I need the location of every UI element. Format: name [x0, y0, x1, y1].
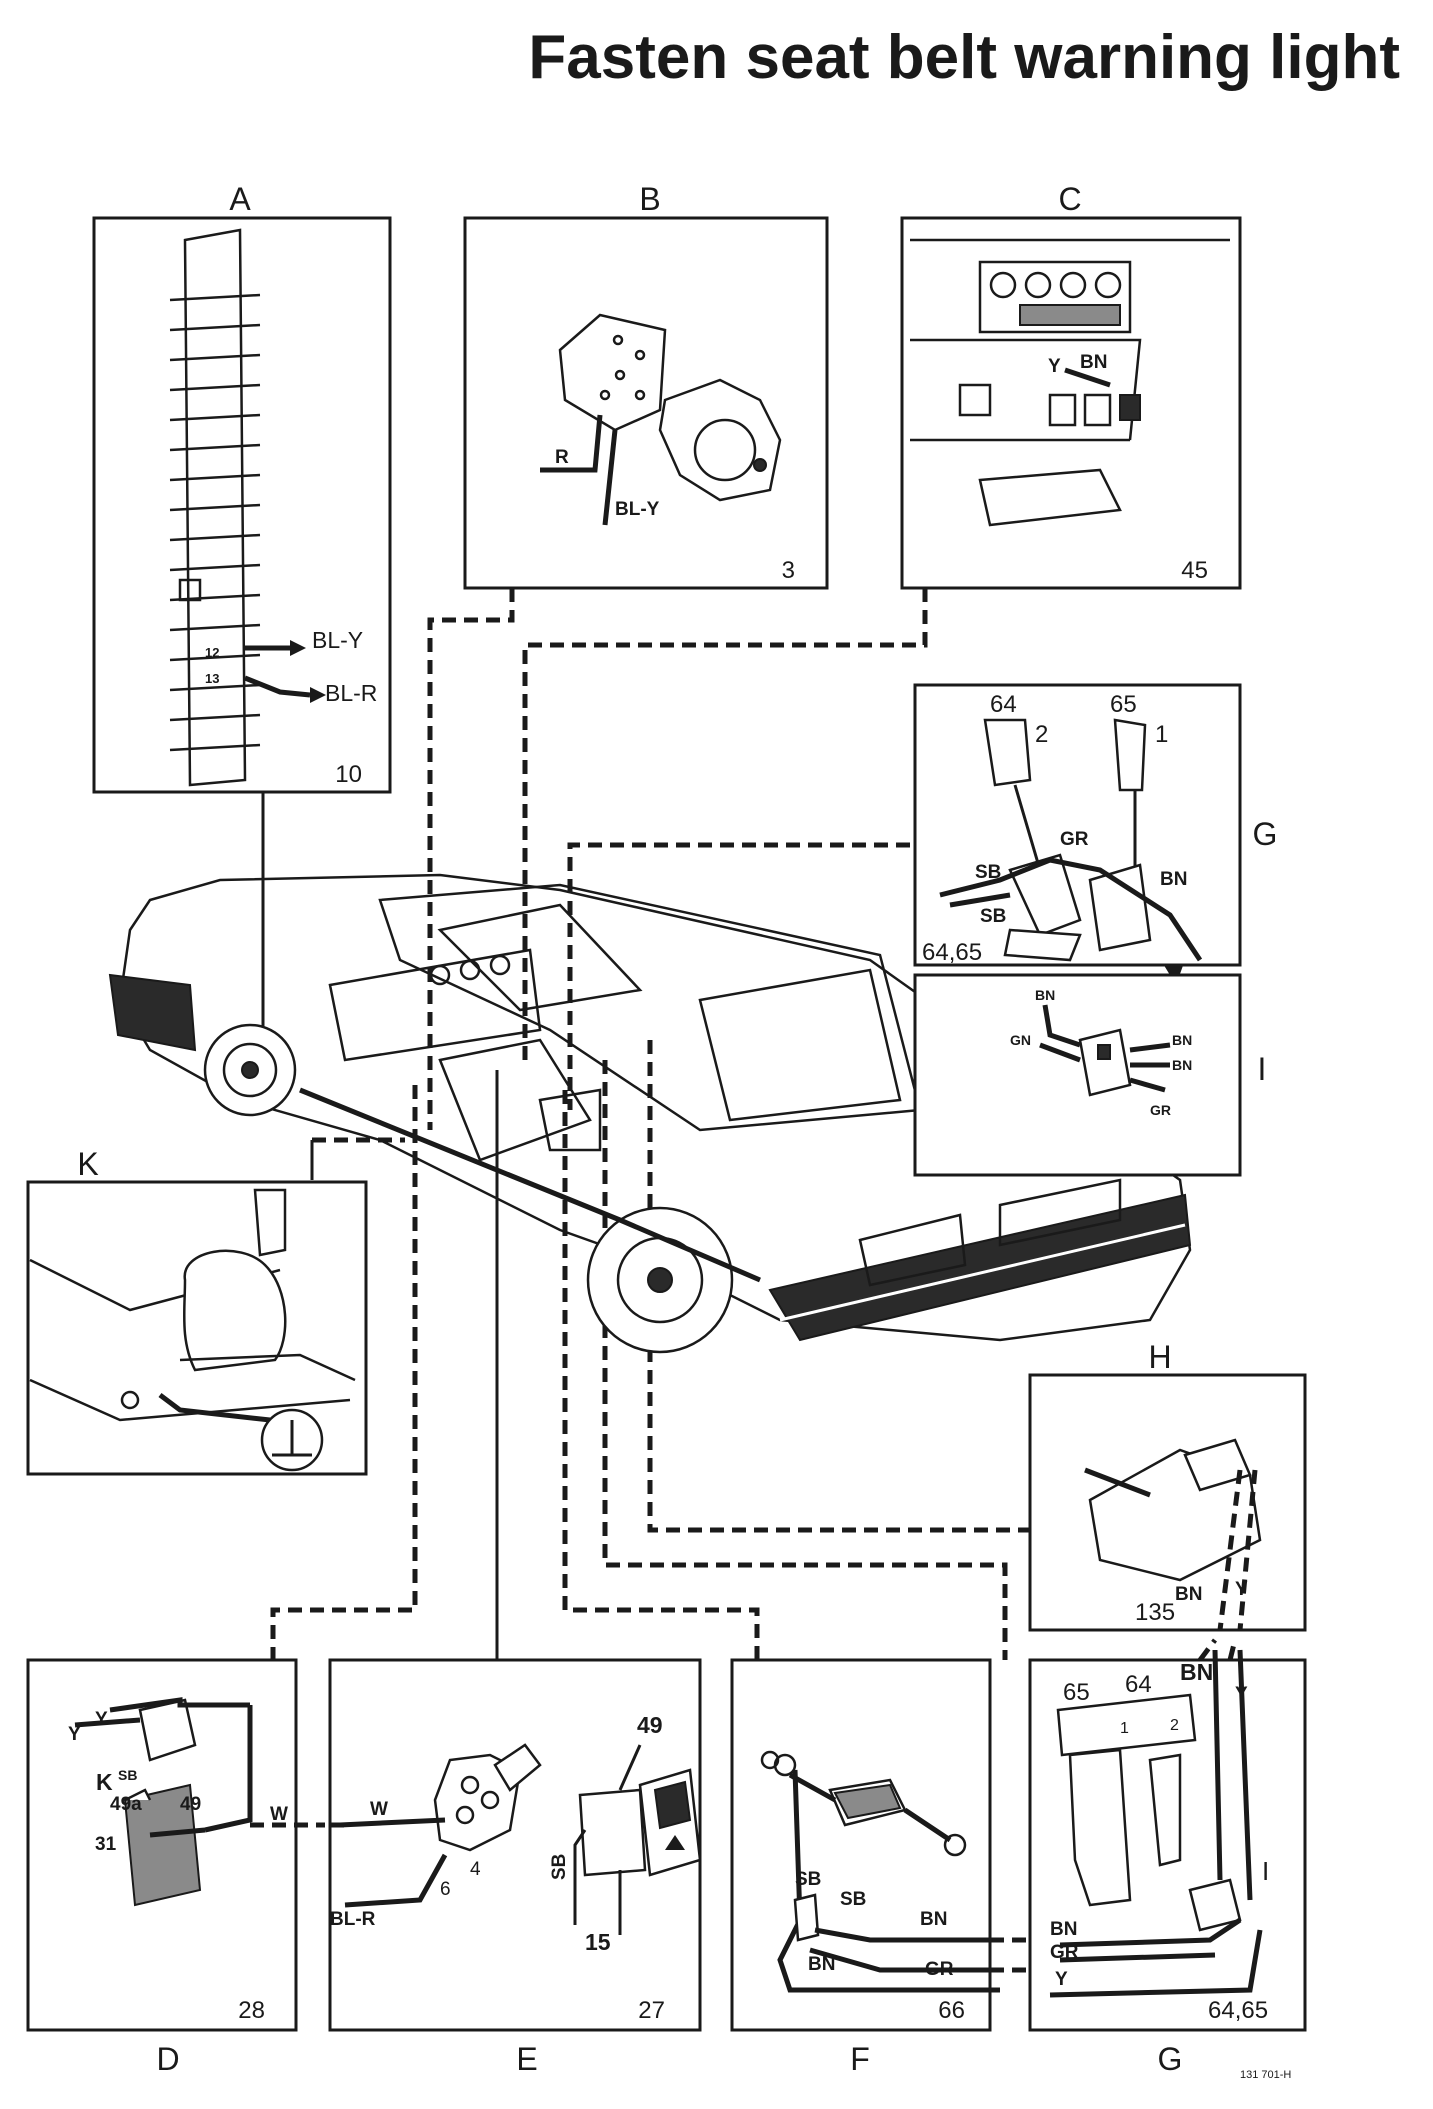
panel-f-connector: F SB SB BN BN GR 66 — [730, 1658, 1050, 2077]
wire-label: BN — [1175, 1584, 1202, 1605]
panel-label-d: D — [156, 2041, 179, 2077]
wire-label: SB — [840, 1889, 866, 1910]
wire-label: W — [270, 1804, 288, 1825]
car-illustration — [108, 873, 1192, 1354]
panel-i-connector: I BN GN BN BN GR — [913, 973, 1267, 1177]
wire-label: GN — [1010, 1032, 1031, 1048]
wire-label: BN — [1080, 352, 1107, 373]
svg-text:2: 2 — [1170, 1717, 1179, 1734]
panel-number: 10 — [335, 761, 362, 788]
svg-text:65: 65 — [1110, 691, 1137, 718]
panel-label-i: I — [1258, 1051, 1267, 1087]
panel-c-dashboard: C Y BN 45 — [900, 181, 1242, 590]
svg-text:15: 15 — [585, 1929, 611, 1955]
panel-b-ignition-switch: B R BL-Y 3 — [463, 181, 829, 590]
figure-reference: 131 701-H — [1240, 2069, 1291, 2081]
wire-label: SB — [980, 906, 1006, 927]
svg-text:I: I — [1262, 1856, 1269, 1886]
panel-label-a: A — [229, 181, 251, 217]
wire-label: BL-R — [325, 680, 377, 706]
svg-text:2: 2 — [1035, 721, 1048, 748]
svg-text:4: 4 — [470, 1859, 481, 1880]
wire-label: GR — [1060, 829, 1089, 850]
svg-text:49: 49 — [180, 1794, 201, 1815]
wire-label: BL-Y — [615, 499, 660, 520]
panel-number: 64,65 — [1208, 1997, 1268, 2024]
wire-label: Y — [1055, 1969, 1068, 1990]
svg-text:65: 65 — [1063, 1679, 1090, 1706]
wire-label: BN — [1035, 987, 1055, 1003]
panel-number: 64,65 — [922, 939, 982, 966]
panel-e-switch: E W BL-R SB 6 4 49 15 27 — [328, 1658, 702, 2077]
svg-text:64: 64 — [1125, 1671, 1152, 1698]
fuse-strip — [169, 293, 261, 752]
svg-text:1: 1 — [1155, 721, 1168, 748]
panel-label-g-bottom: G — [1158, 2041, 1183, 2077]
wire-label: BN — [920, 1909, 947, 1930]
panel-g-top-belt-buckles: G 64 65 2 1 SB SB GR BN 64,65 — [913, 683, 1278, 967]
wire-label: W — [370, 1799, 388, 1820]
panel-label-b: B — [639, 181, 660, 217]
wire-label: SB — [975, 862, 1001, 883]
wire-label: SB — [549, 1854, 570, 1880]
wire-label: BN — [1180, 1659, 1213, 1685]
wire-label: Y — [68, 1724, 81, 1745]
panel-number: 66 — [938, 1997, 965, 2024]
wire-label: GR — [1050, 1942, 1079, 1963]
panel-g-bottom-belt-mount: G 65 64 1 2 BN Y BN GR Y I 64,65 — [1028, 1638, 1307, 2077]
panel-label-e: E — [516, 2041, 537, 2077]
svg-text:K: K — [96, 1769, 113, 1795]
svg-text:49: 49 — [637, 1712, 663, 1738]
wire-label: Y — [1235, 1684, 1248, 1705]
wire-label: BN — [1172, 1032, 1192, 1048]
panel-a-fuse-box: A 12 13 BL-Y BL-R 10 — [92, 181, 392, 794]
wire-label: Y — [95, 1709, 108, 1730]
panel-label-c: C — [1058, 181, 1081, 217]
wire-label: BN — [1050, 1919, 1077, 1940]
wire-label: GR — [1150, 1102, 1171, 1118]
panel-label-k: K — [77, 1146, 98, 1182]
wire-label: BL-R — [330, 1909, 376, 1930]
wire-label: SB — [118, 1767, 137, 1783]
panel-d-relay: D Y Y SB K W 49a 49 31 28 — [26, 1658, 325, 2077]
page-title: Fasten seat belt warning light — [528, 23, 1400, 92]
panel-number: 135 — [1135, 1599, 1175, 1626]
wire-label: BN — [808, 1954, 835, 1975]
panel-number: 3 — [782, 557, 795, 584]
panel-label-f: F — [850, 2041, 870, 2077]
svg-text:13: 13 — [205, 671, 219, 686]
wire-label: SB — [795, 1869, 821, 1890]
wire-label: BN — [1172, 1057, 1192, 1073]
svg-text:31: 31 — [95, 1834, 117, 1855]
panel-h-belt-buckle: H 135 BN Y — [1028, 1339, 1307, 1632]
wire-label: Y — [1048, 356, 1061, 377]
svg-text:1: 1 — [1120, 1720, 1129, 1737]
panel-k-ground-point: K — [26, 1146, 368, 1476]
panel-number: 27 — [638, 1997, 665, 2024]
panel-label-g: G — [1253, 816, 1278, 852]
svg-text:49a: 49a — [110, 1794, 142, 1815]
svg-text:12: 12 — [205, 645, 219, 660]
panel-number: 28 — [238, 1997, 265, 2024]
wire-label: BL-Y — [312, 627, 363, 653]
panel-label-h: H — [1148, 1339, 1171, 1375]
wire-label: Y — [1235, 1579, 1248, 1600]
svg-text:64: 64 — [990, 691, 1017, 718]
panel-number: 45 — [1181, 557, 1208, 584]
wire-label: R — [555, 447, 569, 468]
wire-label: BN — [1160, 869, 1187, 890]
svg-text:6: 6 — [440, 1879, 451, 1900]
wire-label: GR — [925, 1959, 954, 1980]
